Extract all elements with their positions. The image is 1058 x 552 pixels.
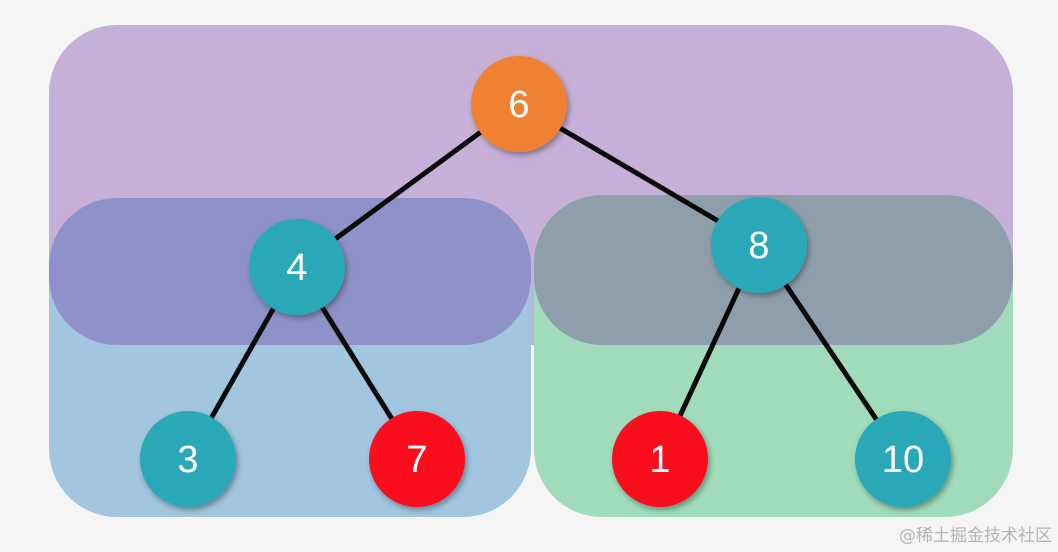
node-circle — [249, 219, 345, 315]
node-circle — [140, 411, 236, 507]
tree-node: 3 — [140, 411, 236, 507]
node-label: 4 — [286, 247, 307, 289]
node-label: 1 — [649, 439, 670, 481]
node-circle — [855, 411, 951, 507]
node-label: 3 — [177, 439, 198, 481]
tree-node: 10 — [855, 411, 951, 507]
tree-nodes: 6 4 8 3 7 1 10 — [140, 56, 951, 507]
node-label: 6 — [508, 84, 529, 126]
node-label: 8 — [748, 225, 769, 267]
tree-node: 6 — [471, 56, 567, 152]
node-label: 7 — [406, 439, 427, 481]
tree-node: 7 — [369, 411, 465, 507]
tree-node: 4 — [249, 219, 345, 315]
node-circle — [471, 56, 567, 152]
tree-node: 8 — [711, 197, 807, 293]
tree-node: 1 — [612, 411, 708, 507]
node-label: 10 — [882, 439, 924, 481]
node-circle — [612, 411, 708, 507]
watermark: @稀土掘金技术社区 — [899, 526, 1052, 546]
node-circle — [711, 197, 807, 293]
node-circle — [369, 411, 465, 507]
